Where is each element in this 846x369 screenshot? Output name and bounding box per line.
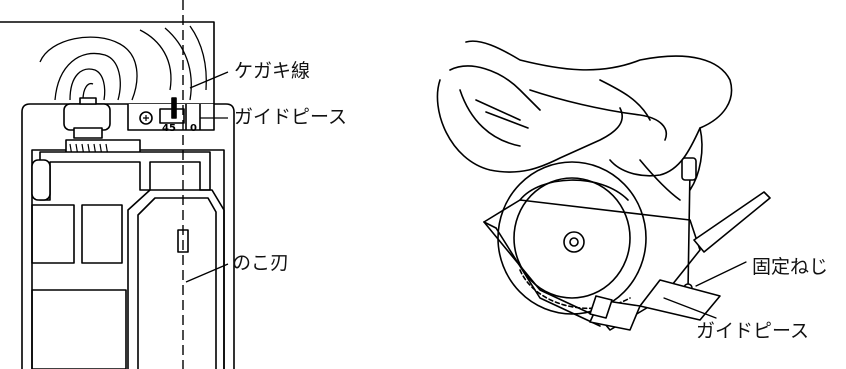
blade-teeth	[519, 269, 631, 310]
leader-guide-piece-right	[663, 297, 717, 319]
saw-body	[436, 79, 624, 173]
scale-mark-0: 0	[190, 123, 197, 134]
guide-piece-lower	[589, 295, 613, 319]
left-figure-saw-top-view: 45 0	[0, 0, 235, 369]
scale-mark-45: 45	[162, 123, 176, 134]
screwdriver	[687, 169, 691, 291]
wood-grain	[39, 25, 207, 101]
adjust-knob	[63, 97, 111, 139]
leader-saw-blade	[185, 263, 229, 283]
label-fixing-screw: 固定ねじ	[752, 256, 829, 278]
label-guide-piece-right: ガイドピース	[696, 320, 810, 342]
window-left-mid	[81, 204, 123, 264]
leader-fixing-screw	[695, 261, 747, 287]
label-guide-piece-left: ガイドピース	[234, 106, 348, 128]
window-left-low	[31, 289, 127, 369]
rail-bracket	[39, 151, 211, 201]
guide-bar	[693, 191, 771, 253]
label-marking-line: ケガキ線	[234, 60, 311, 82]
leader-marking-line	[189, 71, 229, 89]
arbor-bolt	[563, 231, 585, 253]
guide-piece-top	[127, 97, 215, 131]
workpiece-outline	[0, 21, 215, 104]
blade-window	[127, 189, 225, 369]
hand-outline	[465, 40, 733, 177]
right-figure-saw-perspective	[436, 40, 771, 331]
window-left-top	[31, 204, 75, 264]
label-saw-blade: のこ刃	[232, 252, 290, 274]
